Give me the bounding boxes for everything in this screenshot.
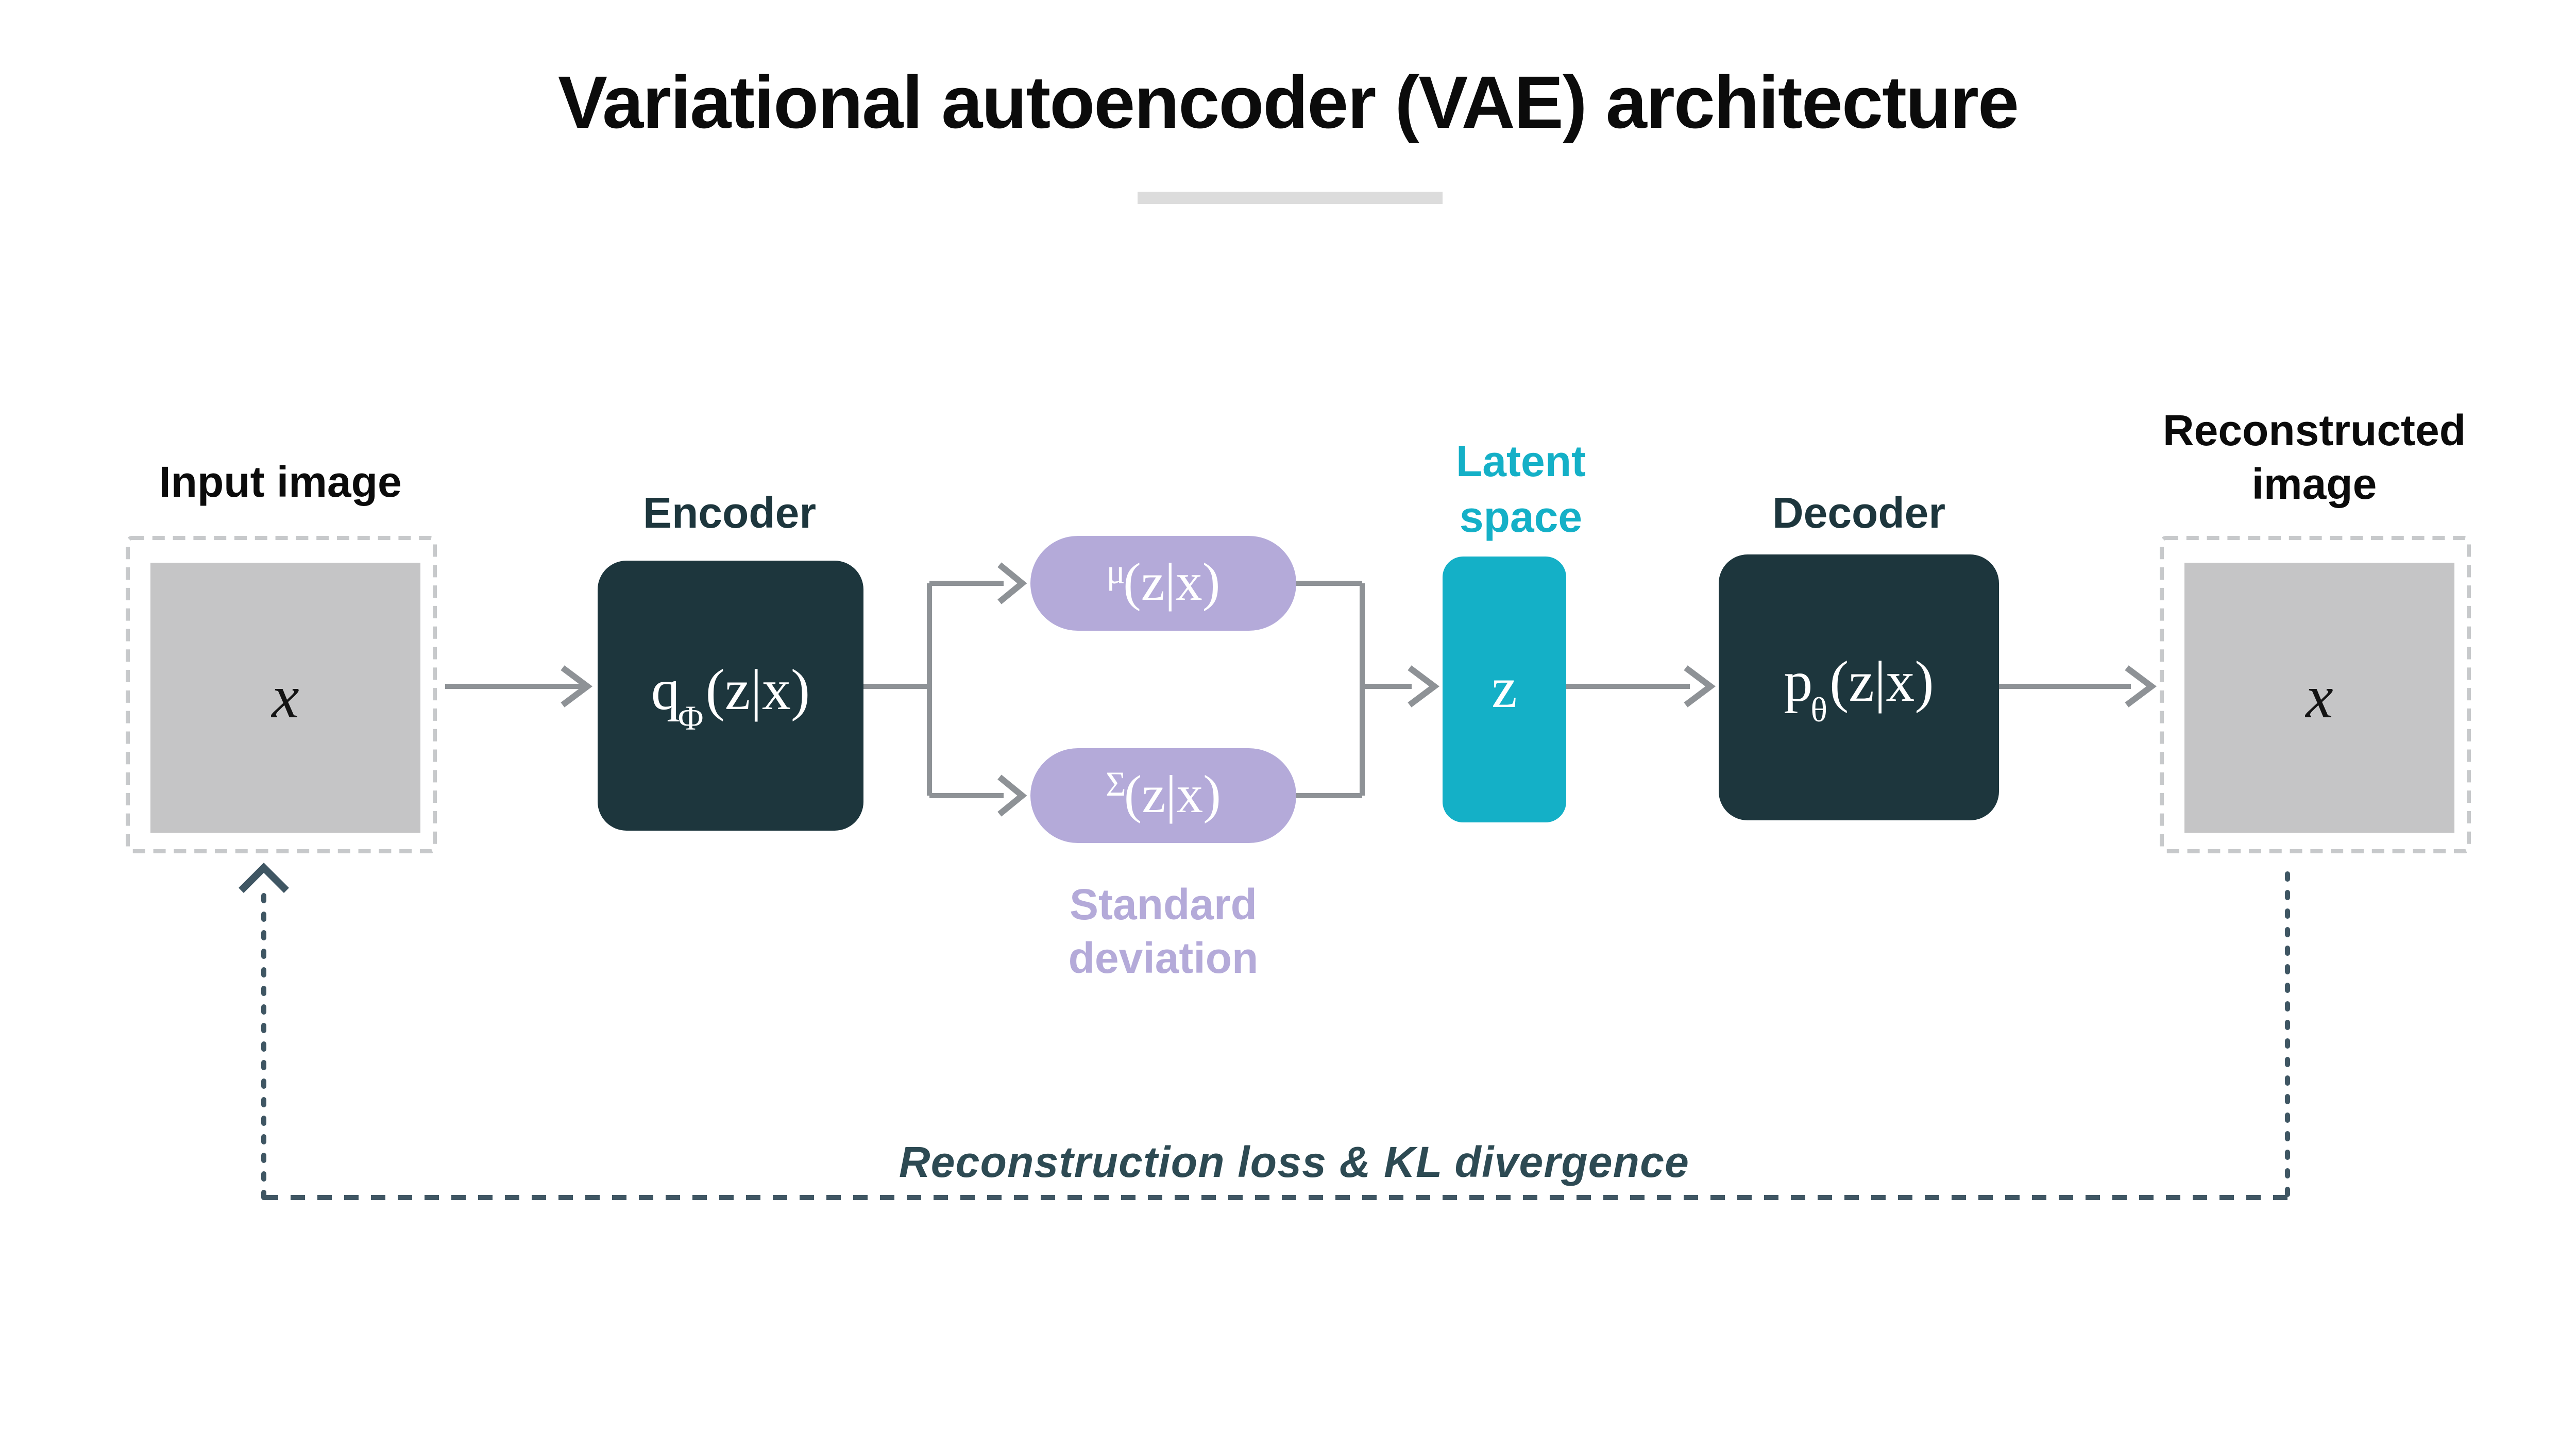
std-dev-pill: Σ(z|x) [1030,748,1296,843]
reconstructed-image-label: Reconstructed image [2108,406,2520,513]
input-image-label: Input image [159,460,402,507]
std-dev-caption: Standard deviation [1018,880,1309,987]
decoder-label: Decoder [1772,491,1946,538]
arrowhead-to-latent [1408,665,1439,707]
input-symbol-x: x [272,663,299,731]
encoder-formula: qΦ(z|x) [651,659,810,739]
encoder-label: Encoder [642,491,817,538]
latent-space-label-line2: space [1459,495,1583,542]
reconstructed-label-line2: image [2251,462,2377,509]
std-dev-caption-line1: Standard [1069,882,1257,930]
arrowhead-to-reconstructed [2125,665,2157,707]
feedback-loss-label: Reconstruction loss & KL divergence [899,1140,1690,1187]
latent-space-label: Latent space [1418,435,1624,546]
std-dev-caption-line2: deviation [1068,936,1259,983]
decoder-formula: pθ(z|x) [1784,650,1934,731]
mean-formula: μ(z|x) [1106,552,1221,612]
input-image-dashed-box: x [126,536,437,853]
feedback-up-arrowhead [239,863,289,893]
pills-junction-line [1296,581,1365,798]
latent-symbol-z: z [1492,656,1517,720]
arrowhead-to-sigma [997,774,1027,817]
arrowhead-to-decoder [1684,665,1716,707]
encoder-branch-split-line [863,583,932,796]
reconstructed-label-line1: Reconstructed [2162,408,2466,456]
title-underline [1138,192,1443,204]
arrowhead-input-to-encoder [561,665,592,707]
reconstructed-image-dashed-box: x [2160,536,2471,853]
reconstructed-image-placeholder: x [2184,563,2454,833]
std-dev-formula: Σ(z|x) [1106,765,1221,824]
input-image-placeholder: x [150,563,420,833]
latent-space-label-line1: Latent [1456,439,1586,486]
encoder-box: qΦ(z|x) [598,561,863,831]
reconstructed-symbol-x: x [2306,663,2333,731]
latent-z-box: z [1443,557,1566,822]
mean-pill: μ(z|x) [1030,536,1296,631]
arrowhead-to-mu [997,562,1027,604]
decoder-box: pθ(z|x) [1719,554,1999,820]
page-title: Variational autoencoder (VAE) architectu… [557,60,2019,144]
